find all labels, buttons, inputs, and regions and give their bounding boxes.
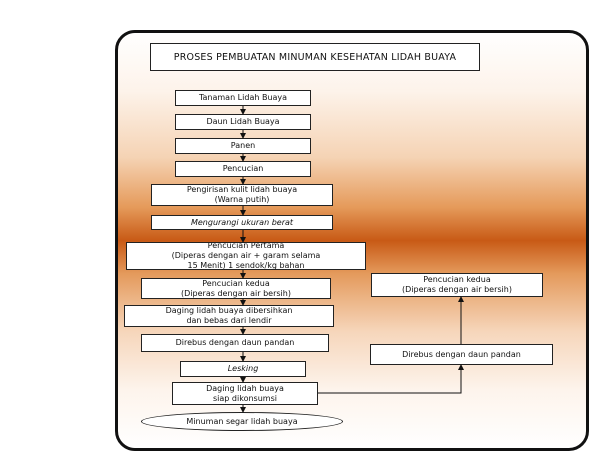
right-step-pencucian-kedua: Pencucian kedua (Diperas dengan air bers… (371, 273, 543, 297)
step-daging-siap-dikonsumsi: Daging lidah buaya siap dikonsumsi (172, 382, 318, 405)
arrow-to-right-branch (318, 364, 464, 394)
step-pengirisan-kulit: Pengirisan kulit lidah buaya (Warna puti… (151, 184, 333, 206)
right-step-direbus-pandan: Direbus dengan daun pandan (370, 344, 553, 365)
step-pencucian-kedua: Pencucian kedua (Diperas dengan air bers… (141, 278, 331, 299)
step-daging-dibersihkan: Daging lidah buaya dibersihkan dan bebas… (124, 305, 334, 327)
step-direbus-pandan: Direbus dengan daun pandan (141, 334, 329, 352)
diagram-title: PROSES PEMBUATAN MINUMAN KESEHATAN LIDAH… (150, 43, 480, 71)
step-pencucian-pertama: Pencucian Pertama (Diperas dengan air + … (126, 242, 366, 270)
step-tanaman-lidah-buaya: Tanaman Lidah Buaya (175, 90, 311, 106)
